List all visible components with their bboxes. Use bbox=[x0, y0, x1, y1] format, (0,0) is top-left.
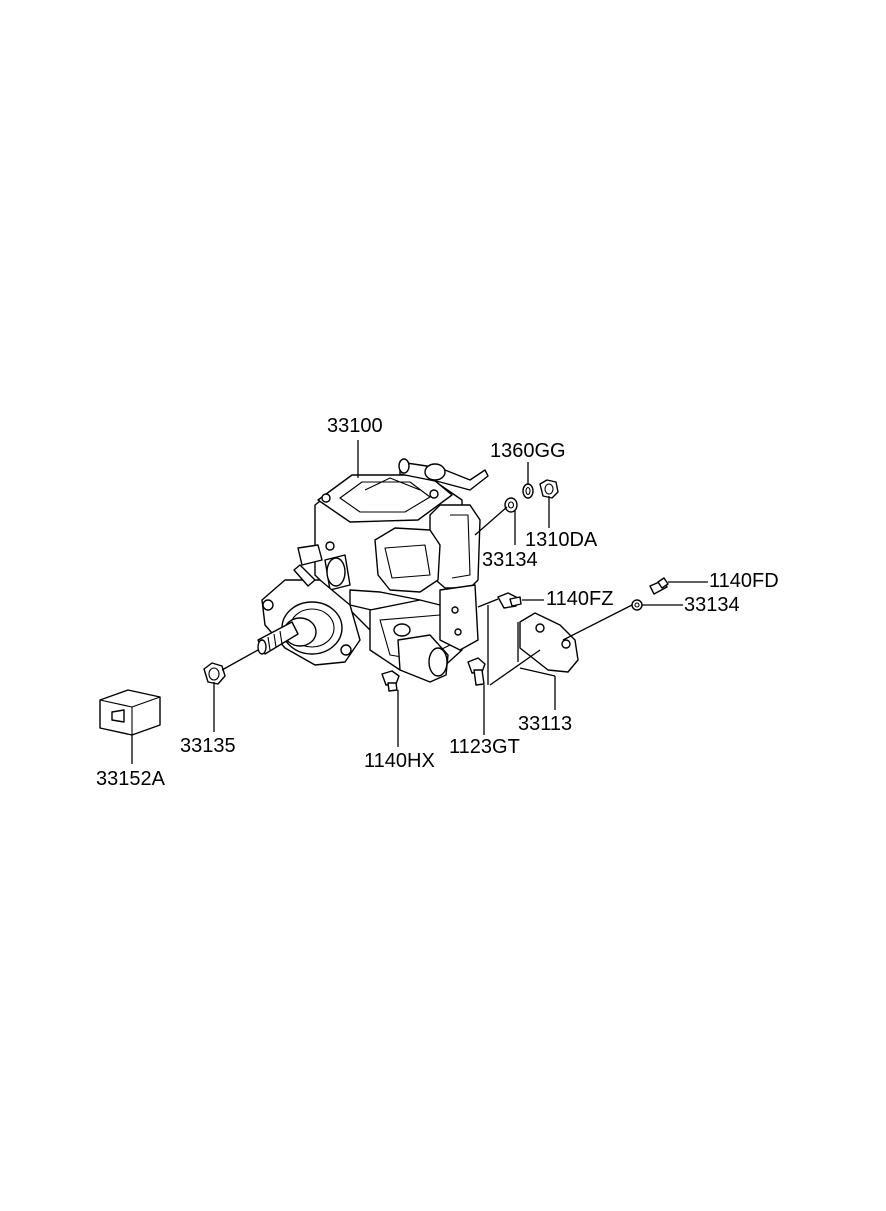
washer-1360gg-part bbox=[522, 483, 534, 499]
washer-33134-right-part bbox=[631, 599, 643, 611]
label-33135: 33135 bbox=[180, 735, 236, 757]
label-1360gg: 1360GG bbox=[490, 440, 566, 462]
bolt-1123gt-part bbox=[467, 657, 486, 686]
washer-33134-upper-part bbox=[504, 497, 518, 513]
label-1140fd: 1140FD bbox=[709, 570, 779, 592]
leader-lines bbox=[131, 440, 708, 764]
label-1123gt: 1123GT bbox=[449, 736, 520, 758]
label-1310da: 1310DA bbox=[525, 529, 598, 551]
label-33134-right: 33134 bbox=[684, 594, 740, 616]
label-1140fz: 1140FZ bbox=[546, 588, 613, 610]
label-33100: 33100 bbox=[327, 415, 383, 437]
bolt-1140hx-part bbox=[381, 670, 400, 692]
label-33134-upper: 33134 bbox=[482, 549, 538, 571]
label-33152a: 33152A bbox=[96, 768, 166, 790]
injection-pump-assembly bbox=[257, 458, 489, 683]
label-1140hx: 1140HX bbox=[364, 750, 435, 772]
label-33113: 33113 bbox=[518, 713, 572, 735]
nut-33135-part bbox=[203, 662, 226, 685]
bolt-1140fz-part bbox=[497, 592, 522, 609]
cover-plate-33113-part bbox=[519, 612, 579, 673]
nut-1310da-part bbox=[539, 479, 559, 499]
key-block-33152a-part bbox=[99, 689, 161, 736]
bolt-1140fd-part bbox=[649, 577, 669, 595]
